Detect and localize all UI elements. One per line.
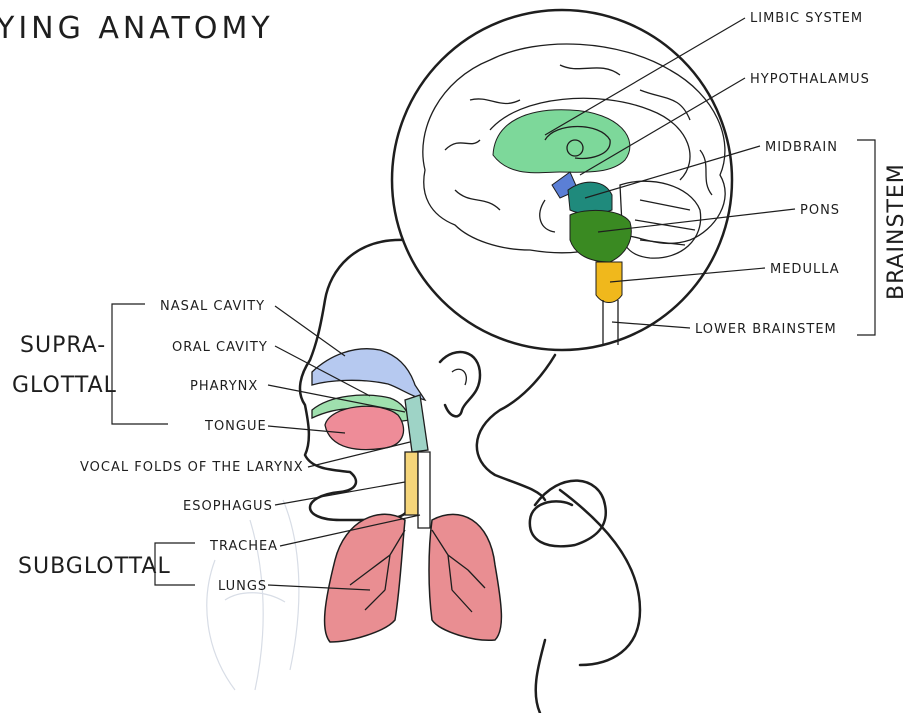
label-trachea: TRACHEA — [209, 539, 278, 554]
label-lower-brainstem: LOWER BRAINSTEM — [695, 322, 837, 337]
label-vocal-folds: VOCAL FOLDS OF THE LARYNX — [80, 460, 304, 475]
pharynx-region — [405, 395, 428, 452]
label-lungs: LUNGS — [218, 579, 267, 594]
label-supraglottal-line1: SUPRA- — [20, 333, 106, 358]
midbrain-region — [568, 182, 612, 214]
label-limbic-system: LIMBIC SYSTEM — [750, 11, 863, 26]
label-oral-cavity: ORAL CAVITY — [172, 340, 268, 355]
label-pons: PONS — [800, 203, 840, 218]
medulla-region — [596, 262, 622, 303]
label-supraglottal-line2: GLOTTAL — [12, 373, 117, 398]
label-pharynx: PHARYNX — [190, 379, 258, 394]
label-tongue: TONGUE — [204, 419, 267, 434]
label-nasal-cavity: NASAL CAVITY — [160, 299, 265, 314]
ear — [440, 352, 480, 416]
brain-magnifier — [392, 10, 732, 350]
label-hypothalamus: HYPOTHALAMUS — [750, 72, 870, 87]
label-midbrain: MIDBRAIN — [765, 140, 838, 155]
lungs-shape — [325, 514, 502, 642]
label-esophagus: ESOPHAGUS — [183, 499, 273, 514]
trachea-tube — [418, 452, 430, 528]
faint-hand-sketch — [207, 500, 299, 690]
label-subglottal: SUBGLOTTAL — [18, 554, 171, 579]
label-brainstem-group: BRAINSTEM — [884, 163, 908, 300]
diagram-title: YING ANATOMY — [0, 11, 274, 46]
esophagus-region — [405, 452, 418, 515]
label-medulla: MEDULLA — [770, 262, 840, 277]
tongue-region — [325, 406, 404, 449]
